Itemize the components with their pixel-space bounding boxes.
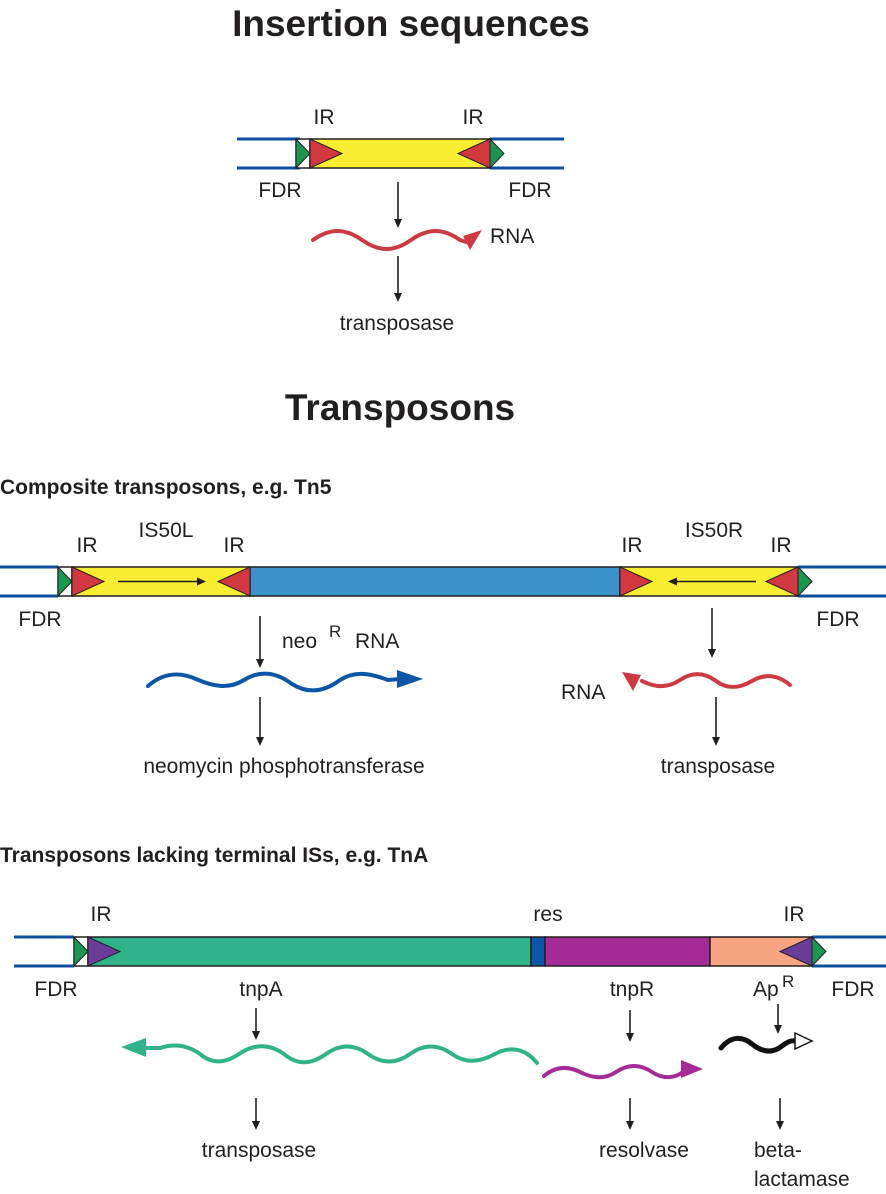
neo-label: neo — [282, 630, 317, 653]
tnpa-rna-arrowhead — [121, 1038, 146, 1057]
tna-transposon-element — [14, 935, 886, 968]
insertion-sequence-element — [237, 137, 564, 170]
is50l-label: IS50L — [139, 519, 194, 542]
tnpa-gene-label: tnpA — [239, 978, 282, 1001]
res-label: res — [533, 903, 562, 926]
fdr-label-left: FDR — [258, 179, 301, 202]
fdr-triangle-right — [811, 935, 827, 968]
ir-label-right: IR — [784, 903, 805, 926]
ir-label-left: IR — [314, 106, 335, 129]
is-rna-label: RNA — [490, 225, 534, 248]
tnpr-rna-wave — [542, 1064, 686, 1080]
neo-region-box — [249, 566, 621, 597]
apr-gene-label: Ap — [753, 978, 779, 1001]
tnpr-rna-arrowhead — [681, 1060, 703, 1078]
fdr-label-left: FDR — [34, 978, 77, 1001]
transposons-title: Transposons — [285, 387, 515, 428]
res-site-box — [530, 936, 546, 967]
ir-label-3: IR — [622, 534, 643, 557]
tnpr-product-label: resolvase — [599, 1139, 689, 1162]
tnpa-rna-wave — [142, 1043, 539, 1065]
ir-label-4: IR — [771, 534, 792, 557]
apr-rna-arrowhead — [794, 1031, 814, 1051]
fdr-label-left: FDR — [18, 608, 61, 631]
ir-label-2: IR — [224, 534, 245, 557]
neo-rna-arrowhead — [397, 670, 423, 688]
fdr-label-right: FDR — [508, 179, 551, 202]
fdr-label-right: FDR — [831, 978, 874, 1001]
ir-label-left: IR — [91, 903, 112, 926]
neo-rna-label: RNA — [355, 630, 399, 653]
is-rna-arrowhead — [463, 230, 482, 250]
tnpr-gene-label: tnpR — [610, 978, 654, 1001]
ir-label-right: IR — [463, 106, 484, 129]
is-product-label: transposase — [340, 312, 454, 335]
apr-product-line2: lactamase — [754, 1168, 850, 1191]
rna-label-right: RNA — [561, 681, 605, 704]
transposase-product-label: transposase — [661, 755, 775, 778]
is-rna-wave — [311, 229, 468, 251]
is50r-label: IS50R — [685, 519, 743, 542]
tnpr-box — [544, 936, 711, 967]
ir-triangle-left — [309, 138, 344, 169]
fdr-triangle-left — [295, 137, 311, 170]
transposase-rna-wave — [640, 672, 792, 689]
fdr-label-right: FDR — [816, 608, 859, 631]
tnpa-product-label: transposase — [202, 1139, 316, 1162]
composite-transposon-element — [0, 565, 886, 598]
ir-triangle-2 — [216, 566, 251, 597]
tna-heading: Transposons lacking terminal ISs, e.g. T… — [0, 844, 428, 867]
ir-triangle-3 — [619, 566, 654, 597]
apr-gene-superscript: R — [782, 972, 794, 991]
fdr-triangle-right — [489, 137, 505, 170]
tnpa-box — [87, 936, 532, 967]
neo-rna-wave — [146, 671, 402, 693]
insertion-sequences-title: Insertion sequences — [232, 3, 590, 44]
neo-superscript: R — [329, 622, 341, 641]
ir-triangle-1 — [71, 566, 106, 597]
fdr-triangle-left — [57, 565, 73, 598]
ir-label-1: IR — [77, 534, 98, 557]
ir-triangle-left — [87, 936, 122, 967]
fdr-triangle-left — [73, 935, 89, 968]
composite-heading: Composite transposons, e.g. Tn5 — [0, 476, 332, 499]
apr-rna-wave — [718, 1036, 799, 1054]
neo-product-label: neomycin phosphotransferase — [143, 755, 424, 778]
apr-product-line1: beta- — [754, 1139, 802, 1162]
fdr-triangle-right — [797, 565, 813, 598]
transposase-rna-arrowhead — [622, 672, 641, 691]
